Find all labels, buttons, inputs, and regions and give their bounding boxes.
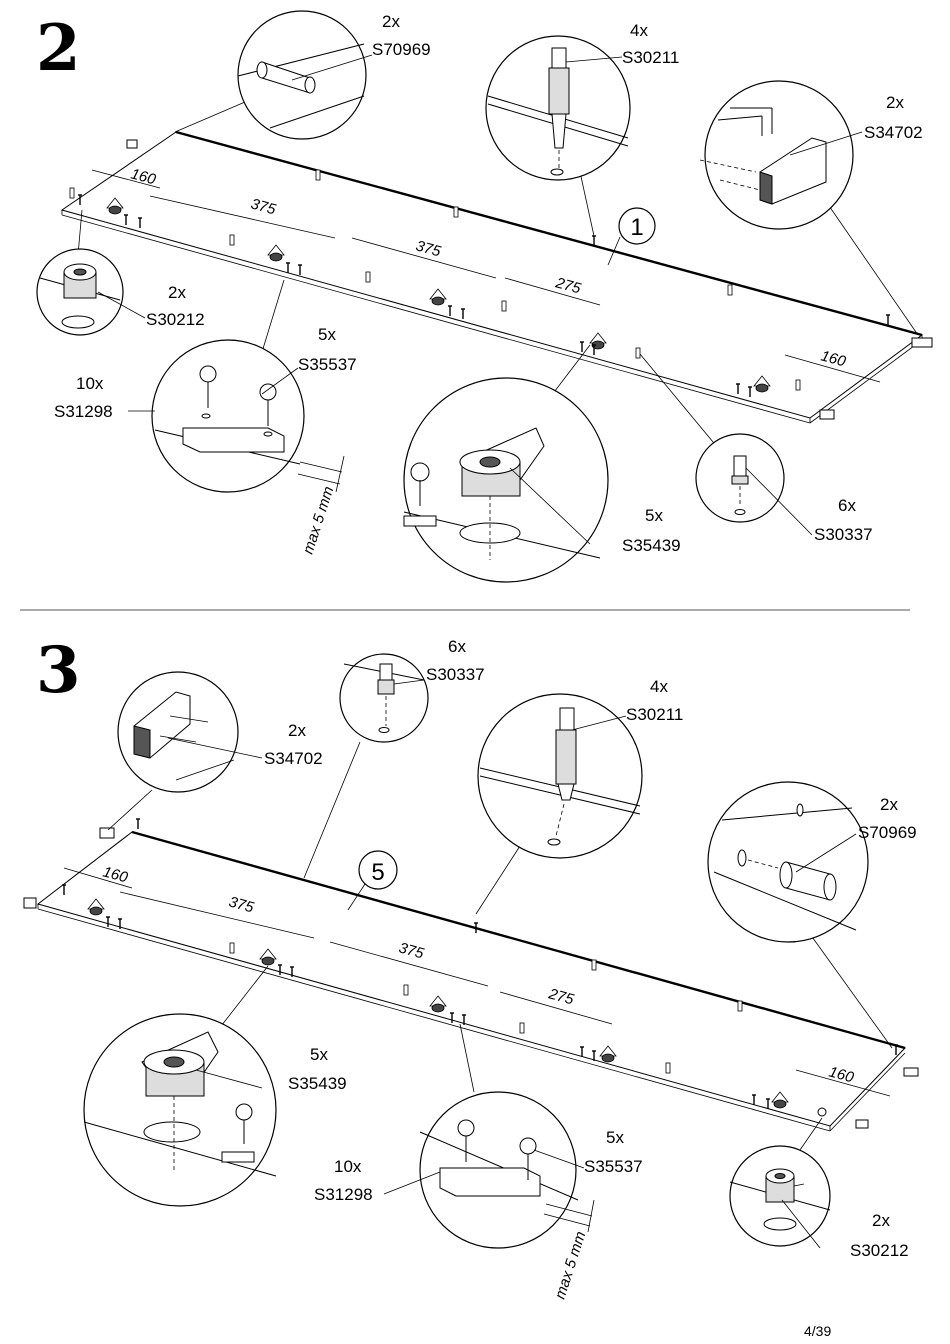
part-code: S30212 [850,1241,909,1260]
step-3: 3 [23,633,919,1301]
callout-s30337: 6x S30337 [303,637,485,879]
quantity-label: 2x [382,12,400,31]
part-code: S35537 [584,1157,643,1176]
part-code: S35439 [622,536,681,555]
panel-number-marker: 1 [607,207,656,266]
panel-number: 1 [630,214,643,241]
quantity-label: 4x [630,21,648,40]
part-code: S30212 [146,310,205,329]
max-label: max 5 mm [300,484,338,556]
callout-s70969: 2x S70969 [174,10,431,140]
part-code: S35537 [298,355,357,374]
callout-s70969: 2x S70969 [707,781,917,1049]
callout-s34702: 2x S34702 [699,80,923,336]
part-code: S30337 [426,665,485,684]
step-number: 2 [36,11,81,86]
part-code: S70969 [372,40,431,59]
part-code: S70969 [858,823,917,842]
quantity-label: 2x [886,93,904,112]
callout-s35439: 5x S35439 [83,965,347,1207]
page-number: 4/39 [804,1323,831,1339]
part-code: S31298 [54,402,113,421]
dimension-label: 160 [819,347,848,370]
part-code: S30211 [622,48,679,67]
dimension-label: 160 [129,165,158,188]
part-code: S30211 [626,705,683,724]
callout-s35537: max 5 mm 5x S35537 10x S31298 [54,279,357,556]
part-code: S34702 [864,123,923,142]
panel-number-marker: 5 [347,850,398,911]
quantity-label: 2x [872,1211,890,1230]
part-code: S31298 [314,1185,373,1204]
quantity-label: 5x [318,325,336,344]
panel [36,830,906,1132]
quantity-label: 2x [168,283,186,302]
panel-hardware [69,139,933,420]
dimension-label: 375 [397,939,426,962]
callout-s35537: max 5 mm 5x S35537 10x S31298 [314,1023,643,1301]
quantity-label: 2x [288,721,306,740]
step-number: 3 [36,633,81,708]
dimension-label: 160 [101,863,130,886]
callout-s30337: 6x S30337 [639,353,873,544]
quantity-label: 5x [310,1045,328,1064]
callout-s30211: 4x S30211 [485,21,679,237]
callout-s34702: 2x S34702 [107,671,323,831]
part-code: S35439 [288,1074,347,1093]
panel-back-edge [175,130,923,337]
dimension-label: 160 [827,1063,856,1086]
dimension-label: 275 [546,985,576,1008]
panel-number: 5 [371,859,384,886]
quantity-label: 5x [645,506,663,525]
quantity-label: 2x [880,795,898,814]
callout-s30212: 2x S30212 [729,1117,909,1260]
quantity-label: 4x [650,677,668,696]
panel [60,130,924,424]
quantity-label: 6x [838,496,856,515]
dimensions: 160 375 375 275 160 [63,863,891,1097]
quantity-label: 5x [606,1128,624,1147]
panel-back-edge [131,830,906,1050]
max-label: max 5 mm [552,1229,590,1301]
quantity-label: 10x [334,1157,362,1176]
dimension-label: 375 [414,237,443,260]
panel-hardware [23,818,919,1129]
dimension-label: 375 [227,893,256,916]
quantity-label: 6x [448,637,466,656]
quantity-label: 10x [76,374,104,393]
part-code: S34702 [264,749,323,768]
callout-s35439: 5x S35439 [403,344,681,583]
part-code: S30337 [814,525,873,544]
step-2: 2 [36,10,933,583]
dimension-label: 275 [553,274,583,297]
callout-s30211: 4x S30211 [475,677,683,915]
callout-s30212: 2x S30212 [36,209,205,336]
dimension-label: 375 [249,195,278,218]
dimensions: 160 375 375 275 160 [91,165,881,383]
